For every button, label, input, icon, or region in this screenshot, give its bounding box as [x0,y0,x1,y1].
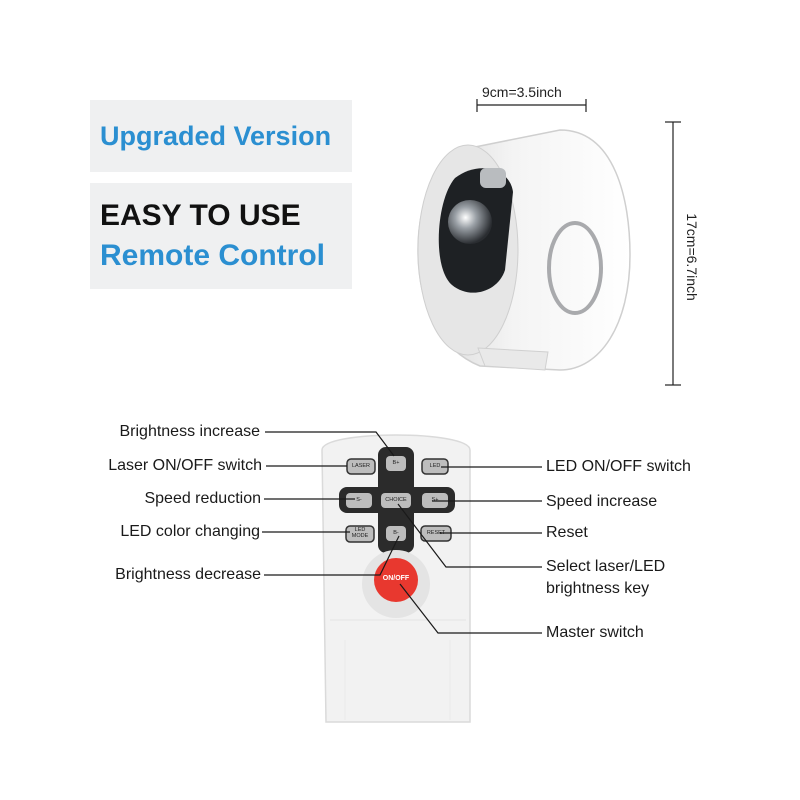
power-button[interactable] [374,558,418,602]
laser-button-label: LASER [351,463,371,469]
power-button-label: ON/OFF [382,575,410,582]
lens-icon [448,200,492,244]
callout-select-line2: brightness key [546,580,650,597]
s-plus-button-label: S+ [431,497,439,503]
callout-laser-switch: Laser ON/OFF switch [108,457,262,474]
remote-control [321,434,471,723]
ring-light-icon [547,221,603,315]
callout-led-color: LED color changing [120,523,260,540]
callout-speed-increase: Speed increase [546,493,658,510]
b-plus-button[interactable] [386,456,406,471]
remote-control-text: Remote Control [100,239,325,272]
s-minus-button[interactable] [346,493,372,508]
led-button-label: LED [429,463,441,469]
callout-master-switch: Master switch [546,624,644,641]
width-dimension-label: 9cm=3.5inch [482,84,562,100]
callout-led-switch: LED ON/OFF switch [546,458,691,475]
callout-select-line1: Select laser/LED [546,558,666,575]
led-mode-button-label: LED MODE [351,527,369,539]
callout-brightness-decrease: Brightness decrease [115,566,261,583]
upgraded-version-panel: Upgraded Version [90,100,352,172]
easy-to-use-panel: EASY TO USE Remote Control [90,183,352,289]
callout-brightness-increase: Brightness increase [119,423,260,440]
s-minus-button-label: S- [356,497,362,503]
led-mode-button[interactable] [345,525,375,543]
callout-speed-reduction: Speed reduction [144,490,261,507]
easy-to-use-text: EASY TO USE [100,199,301,232]
callout-lines [262,431,542,634]
upgraded-version-text: Upgraded Version [100,120,332,151]
b-plus-button-label: B+ [392,460,400,466]
choice-button-label: CHOICE [385,497,407,503]
projector-body [417,129,631,371]
reset-button-label: RESET [426,530,446,536]
width-dimension-line [476,99,587,112]
b-minus-button[interactable] [386,526,406,541]
b-minus-button-label: B- [393,530,399,536]
callout-reset: Reset [546,524,588,541]
height-dimension-line [665,121,681,386]
height-dimension-label: 17cm=6.7inch [684,213,700,301]
choice-button[interactable] [381,493,411,508]
